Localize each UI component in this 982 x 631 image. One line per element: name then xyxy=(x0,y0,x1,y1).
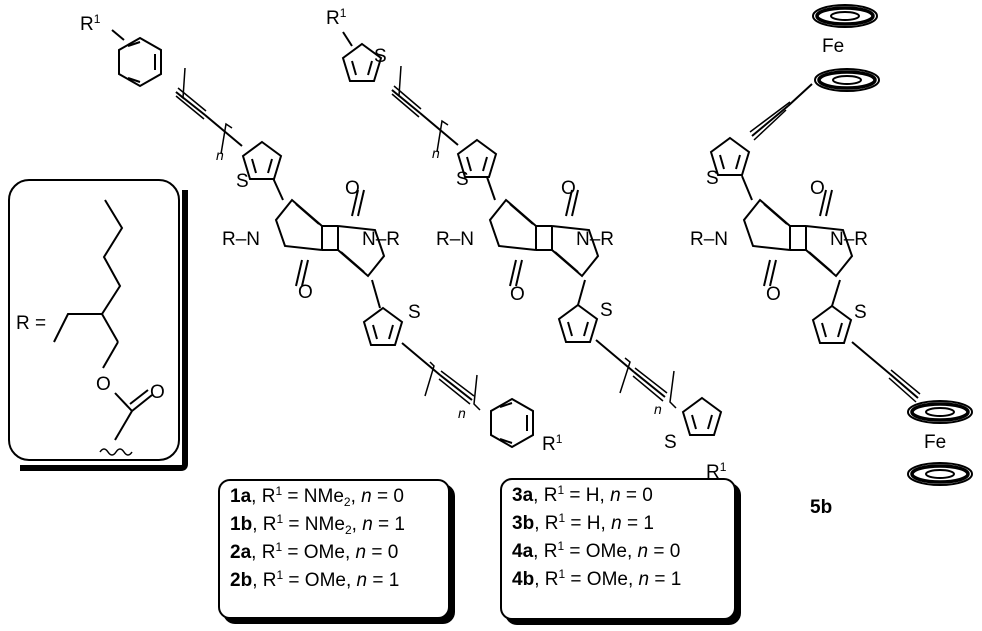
ethylhexyl-chain xyxy=(53,199,124,343)
compound-series-3-4: O O R–N N–R S n S R1 S n S R1 xyxy=(326,6,727,483)
legend-row: 2a, R1 = OMe, n = 0 xyxy=(230,540,399,563)
legend-box-1-2: 1a, R1 = NMe2, n = 0 1b, R1 = NMe2, n = 1… xyxy=(218,479,450,619)
svg-text:S: S xyxy=(600,300,613,321)
svg-text:R–N: R–N xyxy=(690,229,728,250)
svg-text:R–N: R–N xyxy=(436,229,474,250)
legend-row: 1a, R1 = NMe2, n = 0 xyxy=(230,484,404,509)
attachment-wavy-bond xyxy=(99,448,133,456)
svg-text:N–R: N–R xyxy=(830,229,868,250)
svg-text:R1: R1 xyxy=(706,460,727,483)
svg-text:R1: R1 xyxy=(326,6,347,29)
svg-text:S: S xyxy=(664,432,677,453)
legend-box-3-4: 3a, R1 = H, n = 0 3b, R1 = H, n = 1 4a, R1… xyxy=(500,478,736,620)
legend-row: 4b, R1 = OMe, n = 1 xyxy=(512,567,682,590)
svg-text:n: n xyxy=(654,401,662,417)
svg-text:O: O xyxy=(561,178,576,199)
legend-row: 3a, R1 = H, n = 0 xyxy=(512,483,653,506)
svg-text:S: S xyxy=(854,302,867,323)
svg-text:S: S xyxy=(236,171,249,192)
n-r-left: R–N xyxy=(222,229,260,250)
svg-text:O: O xyxy=(345,178,360,199)
legend-row: 1b, R1 = NMe2, n = 1 xyxy=(230,512,405,537)
fe-top-label: Fe xyxy=(822,36,844,57)
svg-text:S: S xyxy=(408,302,421,323)
legend-row: 2b, R1 = OMe, n = 1 xyxy=(230,568,400,591)
r1-label-bottom: R1 xyxy=(542,432,563,455)
compound-5b-label: 5b xyxy=(810,497,832,518)
svg-text:n: n xyxy=(458,405,466,421)
svg-text:N–R: N–R xyxy=(576,229,614,250)
r1-label-top: R1 xyxy=(80,12,101,35)
svg-text:S: S xyxy=(456,169,469,190)
svg-text:n: n xyxy=(432,145,440,161)
carbonyl-o-label: O xyxy=(150,382,165,403)
fe-bottom-label: Fe xyxy=(924,432,946,453)
compound-5b: Fe S O O R–N N–R S Fe 5b xyxy=(690,3,974,518)
svg-text:O: O xyxy=(766,284,781,305)
r-group-definition: R = O O xyxy=(8,179,188,471)
r-equals-label: R = xyxy=(16,313,46,334)
svg-text:O: O xyxy=(298,282,313,303)
n-r-right: N–R xyxy=(362,229,400,250)
legend-row: 3b, R1 = H, n = 1 xyxy=(512,511,654,534)
svg-text:n: n xyxy=(216,147,224,163)
svg-text:S: S xyxy=(374,46,387,67)
svg-text:S: S xyxy=(706,168,719,189)
ester-o-label: O xyxy=(96,374,111,395)
svg-text:O: O xyxy=(810,178,825,199)
legend-row: 4a, R1 = OMe, n = 0 xyxy=(512,539,681,562)
compound-series-1-2: O O R–N N–R S n R1 S n R1 xyxy=(80,12,563,455)
svg-text:O: O xyxy=(510,284,525,305)
